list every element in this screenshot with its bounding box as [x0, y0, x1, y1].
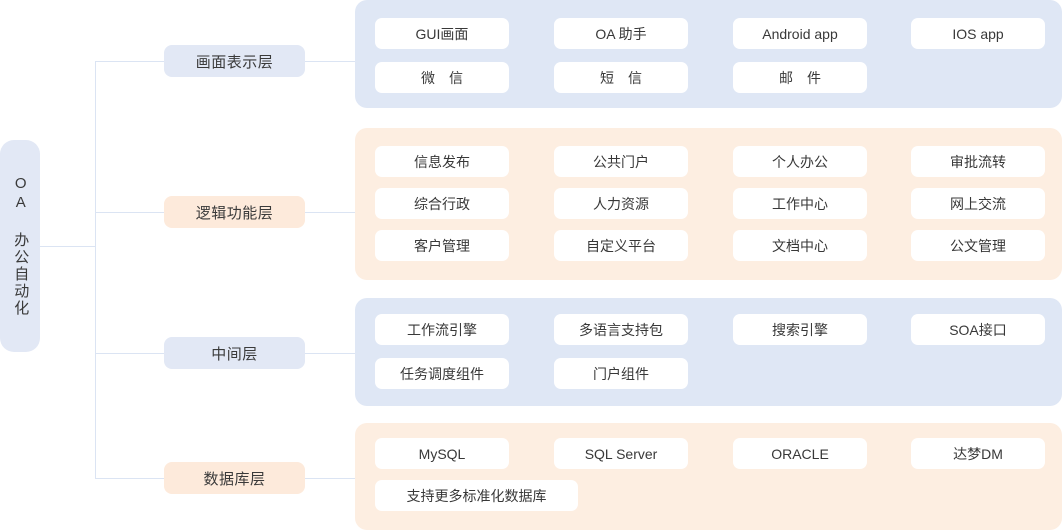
connector-root-stub	[40, 246, 96, 247]
chip-work-center[interactable]: 工作中心	[733, 188, 867, 219]
chip-oracle[interactable]: ORACLE	[733, 438, 867, 469]
chip-hr[interactable]: 人力资源	[554, 188, 688, 219]
root-node-label: OA 办公自动化	[12, 175, 30, 317]
connector-label-to-panel-logic	[305, 212, 357, 213]
chip-public-portal[interactable]: 公共门户	[554, 146, 688, 177]
chip-multilang-pack[interactable]: 多语言支持包	[554, 314, 688, 345]
chip-gui-screen[interactable]: GUI画面	[375, 18, 509, 49]
connector-branch-database	[95, 478, 165, 479]
chip-crm[interactable]: 客户管理	[375, 230, 509, 261]
connector-branch-logic	[95, 212, 165, 213]
chip-mysql[interactable]: MySQL	[375, 438, 509, 469]
layer-label-logic-text: 逻辑功能层	[195, 204, 274, 222]
connector-branch-presentation	[95, 61, 165, 62]
layer-label-middleware[interactable]: 中间层	[164, 337, 305, 369]
layer-label-logic[interactable]: 逻辑功能层	[164, 196, 305, 228]
chip-soa-interface[interactable]: SOA接口	[911, 314, 1045, 345]
chip-task-scheduler[interactable]: 任务调度组件	[375, 358, 509, 389]
root-node[interactable]: OA 办公自动化	[0, 140, 40, 352]
chip-android-app[interactable]: Android app	[733, 18, 867, 49]
chip-portal-component[interactable]: 门户组件	[554, 358, 688, 389]
panel-database: MySQL SQL Server ORACLE 达梦DM 支持更多标准化数据库	[355, 423, 1062, 530]
layer-label-database[interactable]: 数据库层	[164, 462, 305, 494]
connector-label-to-panel-presentation	[305, 61, 357, 62]
chip-email[interactable]: 邮 件	[733, 62, 867, 93]
connector-label-to-panel-database	[305, 478, 357, 479]
chip-ios-app[interactable]: IOS app	[911, 18, 1045, 49]
layer-label-database-text: 数据库层	[203, 470, 266, 488]
panel-middleware: 工作流引擎 多语言支持包 搜索引擎 SOA接口 任务调度组件 门户组件	[355, 298, 1062, 406]
chip-personal-office[interactable]: 个人办公	[733, 146, 867, 177]
chip-oa-assistant[interactable]: OA 助手	[554, 18, 688, 49]
chip-approval-flow[interactable]: 审批流转	[911, 146, 1045, 177]
chip-official-doc[interactable]: 公文管理	[911, 230, 1045, 261]
connector-label-to-panel-middleware	[305, 353, 357, 354]
chip-wechat[interactable]: 微 信	[375, 62, 509, 93]
chip-admin[interactable]: 综合行政	[375, 188, 509, 219]
chip-online-exchange[interactable]: 网上交流	[911, 188, 1045, 219]
chip-search-engine[interactable]: 搜索引擎	[733, 314, 867, 345]
chip-info-publish[interactable]: 信息发布	[375, 146, 509, 177]
panel-presentation: GUI画面 OA 助手 Android app IOS app 微 信 短 信 …	[355, 0, 1062, 108]
chip-workflow-engine[interactable]: 工作流引擎	[375, 314, 509, 345]
connector-spine	[95, 61, 96, 478]
chip-more-databases[interactable]: 支持更多标准化数据库	[375, 480, 578, 511]
panel-logic: 信息发布 公共门户 个人办公 审批流转 综合行政 人力资源 工作中心 网上交流 …	[355, 128, 1062, 280]
chip-sms[interactable]: 短 信	[554, 62, 688, 93]
chip-custom-platform[interactable]: 自定义平台	[554, 230, 688, 261]
chip-sql-server[interactable]: SQL Server	[554, 438, 688, 469]
connector-branch-middleware	[95, 353, 165, 354]
layer-label-middleware-text: 中间层	[211, 345, 258, 363]
layer-label-presentation[interactable]: 画面表示层	[164, 45, 305, 77]
chip-document-center[interactable]: 文档中心	[733, 230, 867, 261]
layer-label-presentation-text: 画面表示层	[195, 53, 274, 71]
chip-dameng-dm[interactable]: 达梦DM	[911, 438, 1045, 469]
